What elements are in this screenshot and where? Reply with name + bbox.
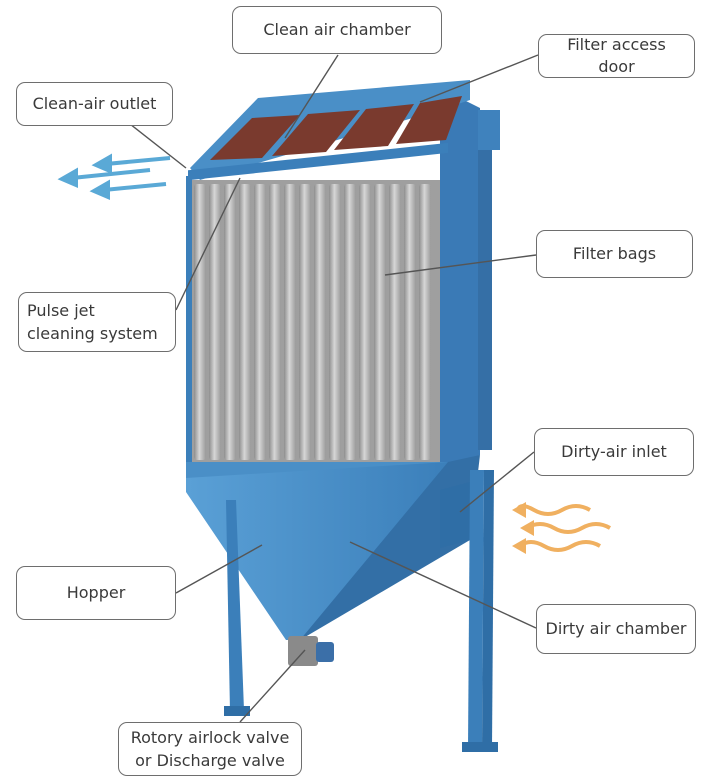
label-filter-access-door: Filter access door — [538, 34, 695, 78]
filter-bag — [344, 184, 356, 460]
filter-bag — [299, 184, 311, 460]
filter-bags-group — [194, 184, 431, 460]
housing-side-wall — [440, 88, 480, 470]
filter-bag — [419, 184, 431, 460]
filter-bag — [239, 184, 251, 460]
hopper-right-face — [300, 455, 480, 640]
leg-right — [468, 470, 484, 748]
filter-bag — [374, 184, 386, 460]
leg-left — [226, 500, 244, 712]
access-door-panel — [396, 96, 462, 144]
label-pulse-jet-line2: cleaning system — [27, 324, 158, 343]
housing-frame-left — [186, 176, 192, 474]
filter-bag — [269, 184, 281, 460]
label-pulse-jet-line1: Pulse jet — [27, 301, 95, 320]
dirty-air-inlet-box — [440, 482, 470, 548]
access-door-panel — [210, 115, 300, 160]
access-door-panel — [272, 110, 360, 156]
label-valve-line2: or Discharge valve — [135, 751, 285, 770]
filter-bag — [254, 184, 266, 460]
inlet-arrowheads — [512, 502, 534, 554]
filter-bag — [209, 184, 221, 460]
pulse-jet-rail — [188, 142, 448, 181]
filter-bag — [389, 184, 401, 460]
leg-left-foot — [224, 706, 250, 716]
label-hopper: Hopper — [16, 566, 176, 620]
filter-bag — [404, 184, 416, 460]
access-door-panel — [334, 104, 414, 150]
label-filter-bags: Filter bags — [536, 230, 693, 278]
filter-bag — [194, 184, 206, 460]
filter-bag — [359, 184, 371, 460]
label-valve-line1: Rotory airlock valve — [130, 728, 290, 747]
housing-flange — [478, 150, 492, 450]
leg-right-foot — [462, 742, 498, 752]
label-dirty-air-chamber: Dirty air chamber — [536, 604, 696, 654]
housing-flange — [478, 110, 500, 150]
filter-bag — [224, 184, 236, 460]
label-pulse-jet-cleaning-system: Pulse jet cleaning system — [18, 292, 176, 352]
outlet-arrows — [57, 153, 171, 201]
label-dirty-air-inlet: Dirty-air inlet — [534, 428, 694, 476]
leader-lines — [129, 54, 539, 723]
label-discharge-valve: Rotory airlock valve or Discharge valve — [118, 722, 302, 776]
label-clean-air-chamber: Clean air chamber — [232, 6, 442, 54]
filter-bag — [284, 184, 296, 460]
label-clean-air-outlet: Clean-air outlet — [16, 82, 173, 126]
leg-right-back — [482, 470, 494, 748]
hopper-body — [186, 462, 448, 640]
filter-bag — [314, 184, 326, 460]
discharge-valve-motor — [316, 642, 334, 662]
discharge-valve — [288, 636, 318, 666]
filter-bag — [329, 184, 341, 460]
